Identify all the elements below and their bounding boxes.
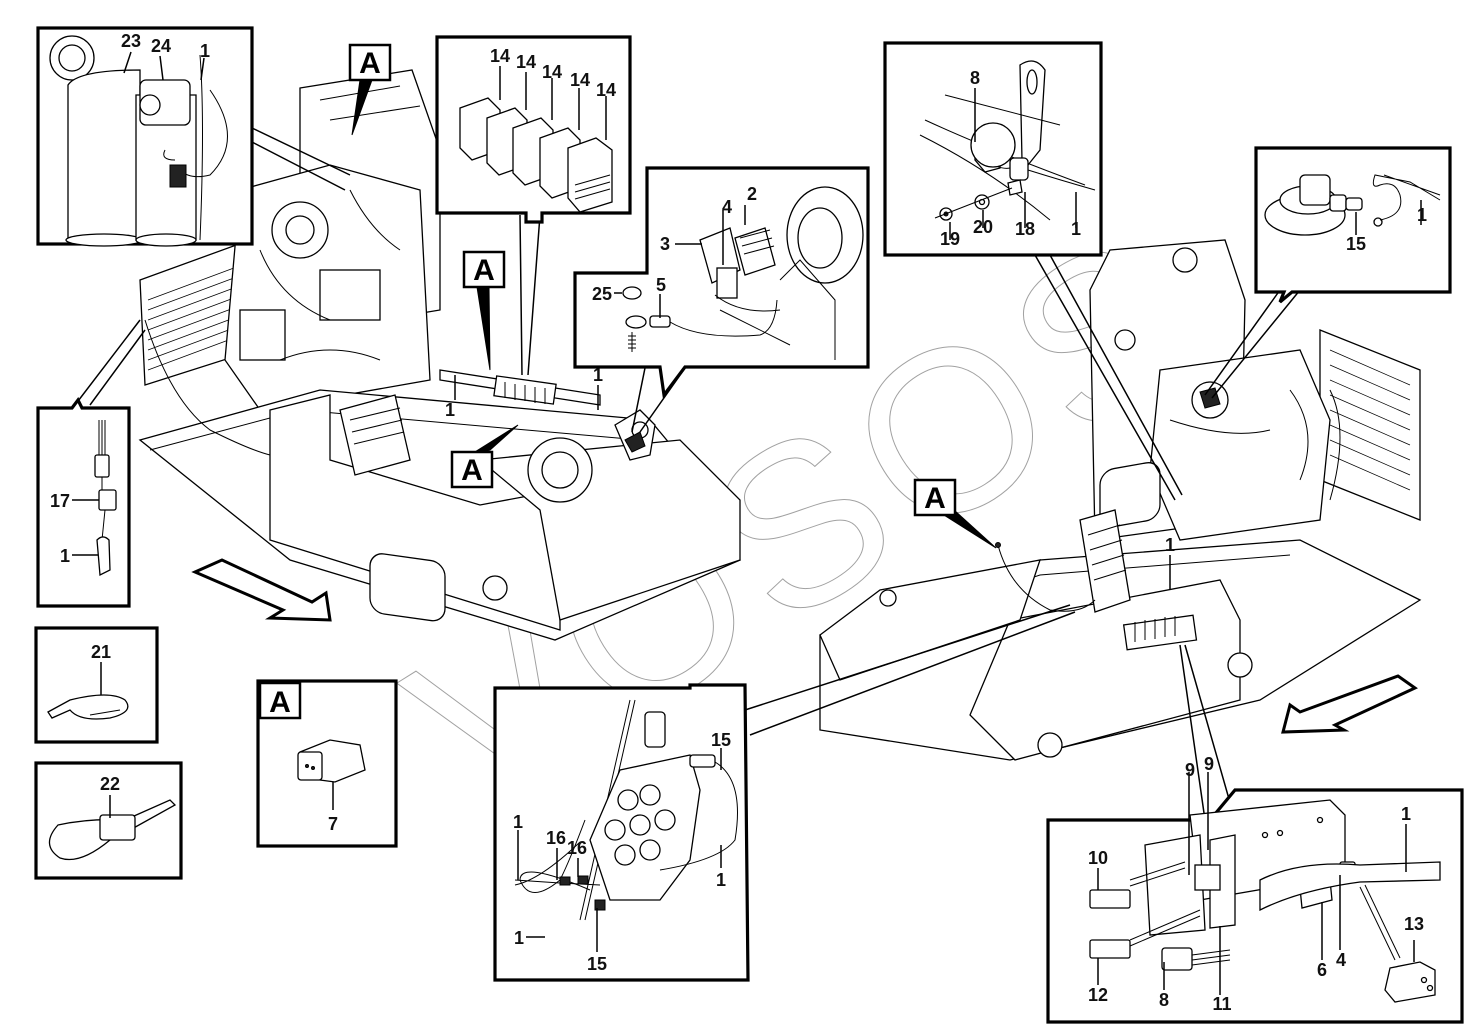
inset-control-valve: 15 16 16 1 1 1 15 — [493, 683, 750, 982]
callout-label: 4 — [1336, 950, 1346, 970]
callout-label: 1 — [60, 546, 70, 566]
callout-label: 4 — [722, 197, 732, 217]
callout-label: 14 — [516, 52, 536, 72]
callout-label: 10 — [1088, 848, 1108, 868]
callout-label: 16 — [567, 838, 587, 858]
inset-cable-tie-21: 21 — [34, 626, 159, 744]
callout-label: 1 — [1417, 205, 1427, 225]
view-marker-a-2: A — [462, 250, 506, 371]
callout-label: 14 — [490, 46, 510, 66]
view-marker-a-1: A — [348, 43, 392, 136]
callout-label: 12 — [1088, 985, 1108, 1005]
callout-label: 22 — [100, 774, 120, 794]
callout-label: 8 — [1159, 990, 1169, 1010]
inset-clamp-mount: 8 19 20 18 1 — [883, 41, 1103, 257]
marker-letter: A — [461, 454, 483, 487]
inset-relay-holders: 14 14 14 14 14 — [435, 35, 632, 224]
callout-label: 1 — [593, 365, 603, 385]
callout-label: 17 — [50, 491, 70, 511]
callout-label: 20 — [973, 217, 993, 237]
marker-letter: A — [359, 47, 381, 80]
callout-label: 14 — [570, 70, 590, 90]
callout-label: 1 — [1401, 804, 1411, 824]
callout-label: 1 — [716, 870, 726, 890]
callout-label: 23 — [121, 31, 141, 51]
right-machine-view — [819, 239, 1422, 761]
inset-detail-a: A 7 — [256, 679, 398, 848]
marker-letter: A — [924, 482, 946, 515]
callout-label: 8 — [970, 68, 980, 88]
callout-label: 14 — [596, 80, 616, 100]
callout-label: 9 — [1185, 760, 1195, 780]
callout-label: 15 — [1346, 234, 1366, 254]
callout-label: 1 — [200, 41, 210, 61]
left-machine-view — [138, 69, 741, 641]
inset-connector-17: 17 1 — [36, 396, 131, 608]
callout-label: 7 — [328, 814, 338, 834]
callout-label: 1 — [1165, 535, 1175, 555]
direction-arrow-left — [191, 558, 332, 622]
inset-fuse-box: 9 9 1 10 12 8 11 6 4 13 — [1046, 754, 1464, 1024]
inset-fuel-filter: 23 24 1 — [36, 26, 254, 247]
callout-label: 6 — [1317, 960, 1327, 980]
callout-label: 1 — [445, 400, 455, 420]
callout-label: 19 — [940, 229, 960, 249]
view-marker-a-4: A — [913, 478, 997, 549]
view-marker-a-3: A — [450, 424, 519, 489]
callout-label: 11 — [1212, 994, 1231, 1014]
detail-letter: A — [269, 686, 291, 719]
callout-label: 18 — [1015, 219, 1035, 239]
callout-label: 9 — [1204, 754, 1214, 774]
callout-label: 2 — [747, 184, 757, 204]
main-callouts: 1 1 1 — [445, 365, 1175, 590]
callout-label: 24 — [151, 36, 171, 56]
inset-connector-ground: 2 4 3 25 5 — [573, 166, 870, 400]
callout-label: 21 — [91, 642, 111, 662]
inset-sensor-top-right: 15 1 — [1254, 146, 1452, 304]
callout-label: 15 — [711, 730, 731, 750]
callout-label: 3 — [660, 234, 670, 254]
direction-arrow-right — [1281, 674, 1418, 734]
callout-label: 13 — [1404, 914, 1424, 934]
inset-cable-tie-22: 22 — [34, 761, 183, 880]
callout-label: 1 — [1071, 219, 1081, 239]
callout-label: 1 — [514, 928, 524, 948]
callout-label: 25 — [592, 284, 612, 304]
callout-label: 5 — [656, 275, 666, 295]
callout-label: 15 — [587, 954, 607, 974]
marker-letter: A — [473, 254, 495, 287]
callout-label: 1 — [513, 812, 523, 832]
callout-label: 14 — [542, 62, 562, 82]
callout-label: 16 — [546, 828, 566, 848]
